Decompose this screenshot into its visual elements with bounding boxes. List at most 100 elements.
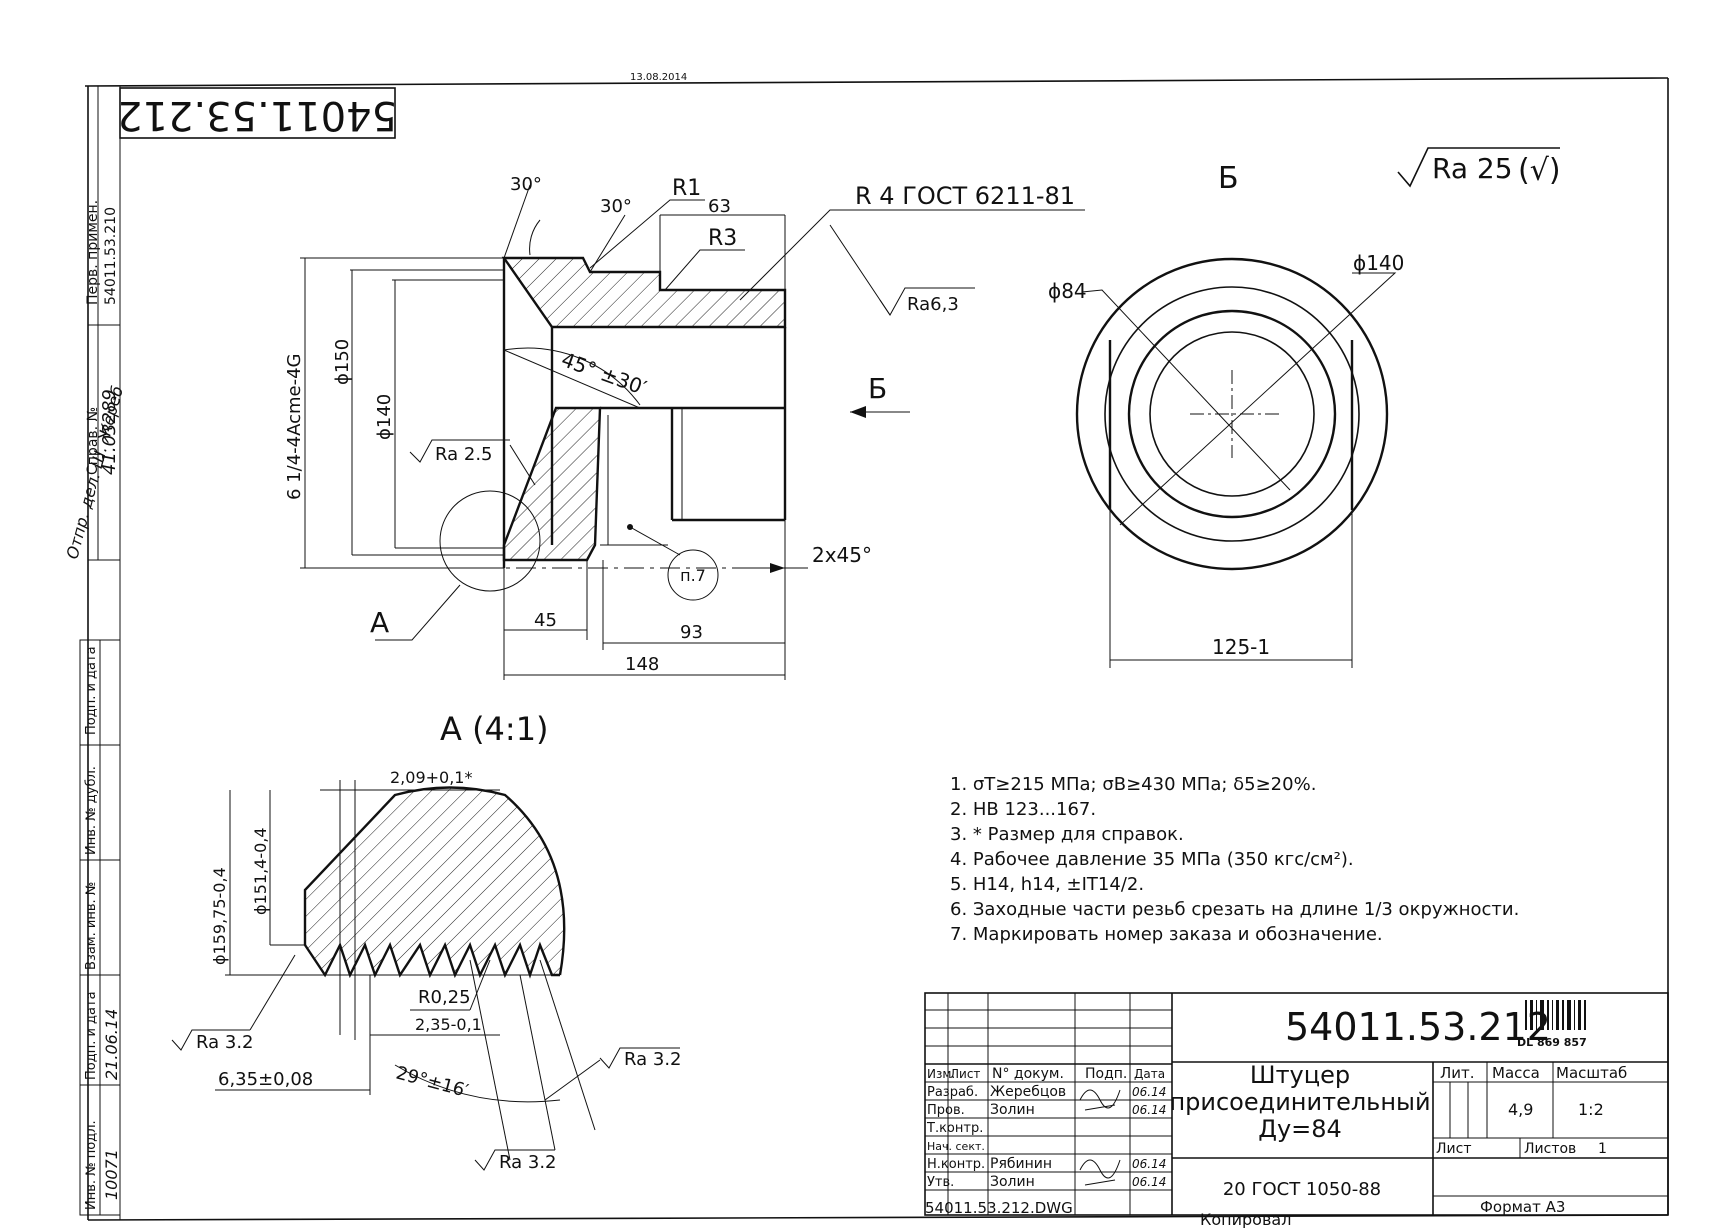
dim-93: 93 bbox=[680, 622, 703, 643]
tb-file-name: 54011.53.212.DWG bbox=[925, 1199, 1073, 1217]
dim-r4-gost: R 4 ГОСТ 6211-81 bbox=[855, 182, 1075, 210]
tb-date-utv: 06.14 bbox=[1132, 1175, 1166, 1189]
detail-a-title: А (4:1) bbox=[440, 710, 549, 748]
tb-name-utv: Золин bbox=[990, 1174, 1035, 1190]
dim-30-outer: 30° bbox=[510, 174, 542, 195]
tb-name-prov: Золин bbox=[990, 1102, 1035, 1118]
title-block: Изм. Лист N° докум. Подп. Дата Разраб. П… bbox=[924, 992, 1669, 1228]
general-roughness: Ra 25 (√) bbox=[1397, 147, 1561, 188]
dim-45: 45 bbox=[534, 610, 557, 631]
rotated-designation-box: 54011.53.212 bbox=[117, 87, 397, 139]
signature-nkontr bbox=[1079, 1159, 1121, 1186]
inv-dubl: Инв. № дубл. bbox=[84, 766, 99, 855]
dim-148: 148 bbox=[625, 654, 659, 675]
tb-designation: 54011.53.212 bbox=[1285, 1005, 1551, 1049]
detail-a: А (4:1) ϕ159,75-0,4 ϕ151,4-0,4 2,09+0,1*… bbox=[171, 710, 682, 1173]
detail-a-hatch bbox=[305, 787, 565, 975]
tb-col-podp: Подп. bbox=[1085, 1066, 1127, 1082]
sprav-value: 41.03289 bbox=[99, 389, 120, 475]
dim-63: 63 bbox=[708, 196, 731, 217]
tb-col-list: Лист bbox=[950, 1067, 980, 1081]
upper-wall-hatch bbox=[504, 258, 785, 327]
tb-name-line3: Ду=84 bbox=[1258, 1115, 1342, 1143]
tb-row-tkontr: Т.контр. bbox=[926, 1121, 983, 1136]
tb-row-nachsekt: Нач. сект. bbox=[927, 1140, 985, 1153]
dim-d140: ϕ140 bbox=[374, 394, 395, 440]
tb-col-izm: Изм. bbox=[927, 1067, 955, 1081]
tb-sheets-label: Листов bbox=[1524, 1141, 1576, 1157]
dim-r1: R1 bbox=[672, 176, 701, 201]
tb-name-line1: Штуцер bbox=[1250, 1061, 1350, 1089]
tb-material: 20 ГОСТ 1050-88 bbox=[1223, 1179, 1381, 1200]
podp-i-data-top: Подп. и дата bbox=[84, 646, 99, 735]
inv-orig-value: 10071 bbox=[102, 1149, 121, 1200]
tb-mass-value: 4,9 bbox=[1508, 1100, 1533, 1119]
rotated-designation: 54011.53.212 bbox=[117, 92, 397, 138]
tb-row-razrab: Разраб. bbox=[927, 1085, 978, 1100]
ra-3-2-right: Ra 3.2 bbox=[624, 1049, 682, 1070]
tb-col-docum: N° докум. bbox=[992, 1066, 1064, 1082]
tb-name-nkontr: Рябинин bbox=[990, 1156, 1052, 1172]
podp-date-value: 21.06.14 bbox=[102, 1009, 121, 1080]
podp-i-data-bottom: Подп. и дата bbox=[84, 991, 99, 1080]
dim-thread: 6 1/4-4Acme-4G bbox=[284, 354, 305, 501]
perv-primen-value: 54011.53.210 bbox=[103, 207, 119, 305]
tb-row-prov: Пров. bbox=[927, 1103, 965, 1118]
ra-thread: Ra6,3 bbox=[907, 294, 959, 315]
tb-date-nkontr: 06.14 bbox=[1132, 1157, 1166, 1171]
technical-notes: 1. σТ≥215 МПа; σВ≥430 МПа; δ5≥20%. 2. НВ… bbox=[950, 774, 1519, 945]
tb-scale-label: Масштаб bbox=[1556, 1064, 1627, 1082]
left-strip: Перв. примен. 54011.53.210 Справ. № 41.0… bbox=[63, 200, 127, 1216]
note-ref: п.7 bbox=[680, 566, 706, 585]
tb-format: Формат А3 bbox=[1480, 1198, 1565, 1216]
dim-15975: ϕ159,75-0,4 bbox=[210, 867, 229, 965]
dim-235: 2,35-0,1 bbox=[415, 1015, 482, 1034]
dim-r025: R0,25 bbox=[418, 987, 471, 1008]
inv-orig-label: Инв. № подл. bbox=[84, 1120, 99, 1210]
main-section-view: 6 1/4-4Acme-4G ϕ150 ϕ140 30° 30° R1 63 R… bbox=[284, 174, 1085, 680]
section-a-label: А bbox=[370, 606, 389, 639]
dim-d150: ϕ150 bbox=[332, 339, 353, 385]
dim-d140-b: ϕ140 bbox=[1353, 251, 1404, 275]
signature-razrab bbox=[1079, 1089, 1121, 1111]
tb-sheets-value: 1 bbox=[1598, 1141, 1607, 1157]
dim-45deg: 45° ±30′ bbox=[558, 347, 650, 400]
view-b: Б ϕ84 ϕ140 125-1 bbox=[1048, 161, 1404, 668]
tb-barcode-id: DL 869 857 bbox=[1517, 1036, 1587, 1049]
view-arrow-b: Б bbox=[868, 372, 887, 405]
dim-r3: R3 bbox=[708, 226, 737, 251]
tb-col-data: Дата bbox=[1134, 1067, 1165, 1081]
ra-3-2-bottom: Ra 3.2 bbox=[499, 1152, 557, 1173]
dim-30-inner: 30° bbox=[600, 196, 632, 217]
general-roughness-label: Ra 25 bbox=[1432, 152, 1513, 185]
perv-primen-label: Перв. примен. bbox=[85, 200, 101, 305]
note-7: 7. Маркировать номер заказа и обозначени… bbox=[950, 924, 1383, 945]
note-1: 1. σТ≥215 МПа; σВ≥430 МПа; δ5≥20%. bbox=[950, 774, 1316, 795]
dim-1514: ϕ151,4-0,4 bbox=[251, 827, 270, 915]
tb-lit-label: Лит. bbox=[1440, 1064, 1475, 1082]
general-roughness-mark: (√) bbox=[1518, 153, 1561, 188]
tb-name-line2: присоединительный bbox=[1169, 1088, 1430, 1116]
dim-29deg: 29°±16′ bbox=[394, 1063, 471, 1102]
view-b-title: Б bbox=[1218, 161, 1239, 196]
date-stamp: 13.08.2014 bbox=[630, 72, 687, 83]
tb-sheet-label: Лист bbox=[1436, 1141, 1471, 1157]
tb-row-nkontr: Н.контр. bbox=[927, 1157, 985, 1172]
tb-copied: Копировал bbox=[1200, 1210, 1291, 1228]
note-5: 5. Н14, h14, ±IT14/2. bbox=[950, 874, 1144, 895]
dim-125: 125-1 bbox=[1212, 635, 1270, 659]
note-3: 3. * Размер для справок. bbox=[950, 824, 1184, 845]
dim-d84: ϕ84 bbox=[1048, 279, 1087, 303]
tb-date-prov: 06.14 bbox=[1132, 1103, 1166, 1117]
dim-209: 2,09+0,1* bbox=[390, 768, 472, 787]
tb-name-razrab: Жеребцов bbox=[990, 1084, 1066, 1100]
barcode-icon bbox=[1525, 1000, 1586, 1030]
tb-row-utv: Утв. bbox=[927, 1175, 954, 1190]
tb-scale-value: 1:2 bbox=[1578, 1100, 1604, 1119]
sprav-label: Справ. № bbox=[85, 407, 101, 475]
vzam-inv: Взам. инв. № bbox=[84, 882, 99, 970]
ra-3-2-left: Ra 3.2 bbox=[196, 1032, 254, 1053]
dim-635: 6,35±0,08 bbox=[218, 1069, 313, 1090]
tb-mass-label: Масса bbox=[1492, 1064, 1540, 1082]
